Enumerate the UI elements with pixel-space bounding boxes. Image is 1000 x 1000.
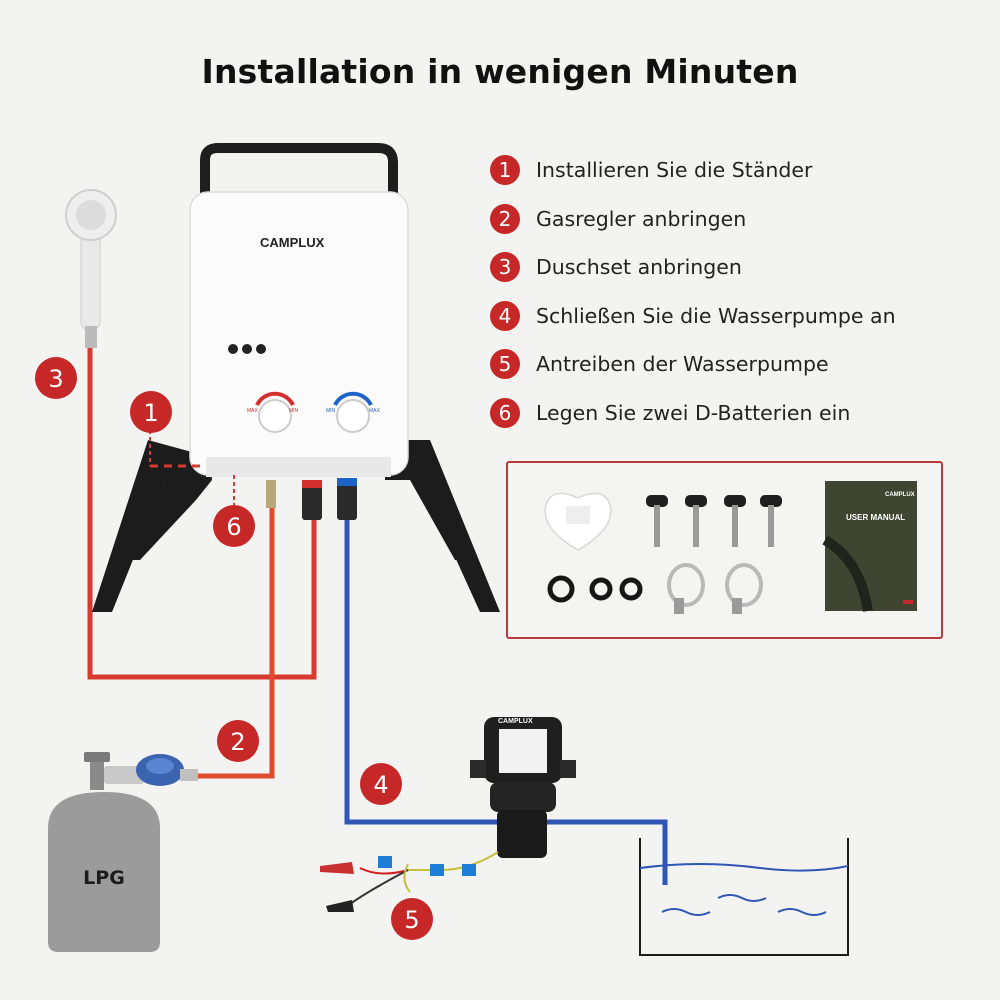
step-4-number: 4 [490,300,520,331]
step-3: 3 Duschset anbringen [490,243,990,292]
badge-2: 2 [217,720,259,762]
badge-6: 6 [213,505,255,547]
hose-clamps [667,563,763,614]
step-2-number: 2 [490,203,520,234]
steps-list: 1 Installieren Sie die Ständer 2 Gasregl… [490,146,990,437]
hot-knob-max-label: MAX [247,408,259,414]
thumb-screws [646,495,782,547]
step-1-text: Installieren Sie die Ständer [536,158,813,183]
pump-wiring [349,851,499,905]
manual-title-label: USER MANUAL [846,513,905,522]
badge-3: 3 [35,357,77,399]
cold-water-line [344,520,668,885]
step-5: 5 Antreiben der Wasserpumpe [490,340,990,389]
step-1: 1 Installieren Sie die Ständer [490,146,990,195]
step-5-number: 5 [490,349,520,380]
cold-knob-min-label: MIN [326,408,336,414]
step-5-text: Antreiben der Wasserpumpe [536,352,829,377]
shower-head [65,189,117,348]
gas-line [196,505,275,779]
step-3-number: 3 [490,252,520,283]
water-heater [189,143,409,520]
page-title: Installation in wenigen Minuten [201,52,799,91]
step-2-text: Gasregler anbringen [536,206,747,231]
step-2: 2 Gasregler anbringen [490,195,990,244]
svg-text:5: 5 [404,906,419,934]
left-stand [92,440,212,612]
step-4-text: Schließen Sie die Wasserpumpe an [536,303,896,328]
gas-regulator [104,754,198,786]
right-stand [385,440,500,612]
manual-brand-label: CAMPLUX [885,492,915,498]
battery-clips [320,856,476,912]
hot-water-shower-line [87,345,317,680]
step-4: 4 Schließen Sie die Wasserpumpe an [490,292,990,341]
svg-text:2: 2 [230,728,245,756]
heart-bracket [544,492,612,551]
step-6-number: 6 [490,397,520,428]
svg-text:6: 6 [226,513,241,541]
svg-text:1: 1 [143,399,158,427]
svg-text:3: 3 [48,365,63,393]
user-manual [822,481,917,612]
svg-text:4: 4 [373,771,388,799]
water-pump [470,717,576,858]
rubber-washers [547,575,643,603]
water-tank [639,838,849,956]
cold-knob-max-label: MAX [369,408,381,414]
hot-knob-min-label: MIN [289,408,299,414]
gas-tank-label: LPG [83,867,125,889]
pump-brand-label: CAMPLUX [498,718,533,725]
heater-brand-label: CAMPLUX [260,235,325,250]
gas-tank [48,752,160,952]
step-6-text: Legen Sie zwei D-Batterien ein [536,400,851,425]
badge-5: 5 [391,898,433,940]
step-3-text: Duschset anbringen [536,255,742,280]
step-6: 6 Legen Sie zwei D-Batterien ein [490,389,990,438]
step-1-number: 1 [490,155,520,186]
badge-4: 4 [360,763,402,805]
badge-1: 1 [130,391,172,433]
